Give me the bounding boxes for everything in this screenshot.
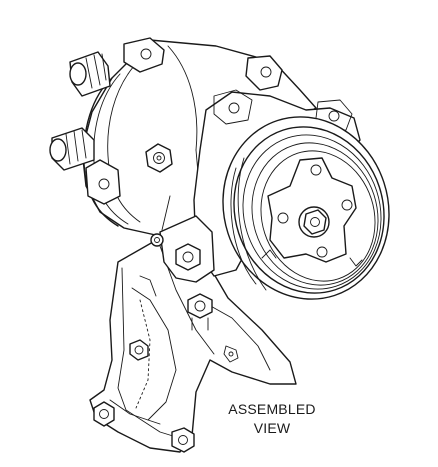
front-mount-arm	[150, 215, 215, 283]
caption-line-2: VIEW	[253, 420, 291, 436]
clutch-pulley-rim-notches	[261, 249, 363, 267]
discharge-port-fitting	[49, 127, 95, 171]
bracket-bolt-middle	[187, 293, 213, 331]
compressor-body	[81, 37, 317, 237]
adjuster-nut	[223, 345, 239, 363]
pivot-bolt	[145, 143, 173, 173]
bracket-bolt-lower-left	[93, 401, 115, 427]
suction-port-fitting	[69, 51, 111, 97]
mounting-bracket	[89, 237, 297, 453]
bracket-bolt-upper	[129, 339, 149, 361]
clutch-hub-nut	[298, 206, 330, 238]
bracket-bolt-lower-right	[171, 427, 195, 453]
caption-line-1: ASSEMBLED	[228, 401, 316, 417]
assembled-view-caption: ASSEMBLED VIEW	[212, 400, 332, 438]
